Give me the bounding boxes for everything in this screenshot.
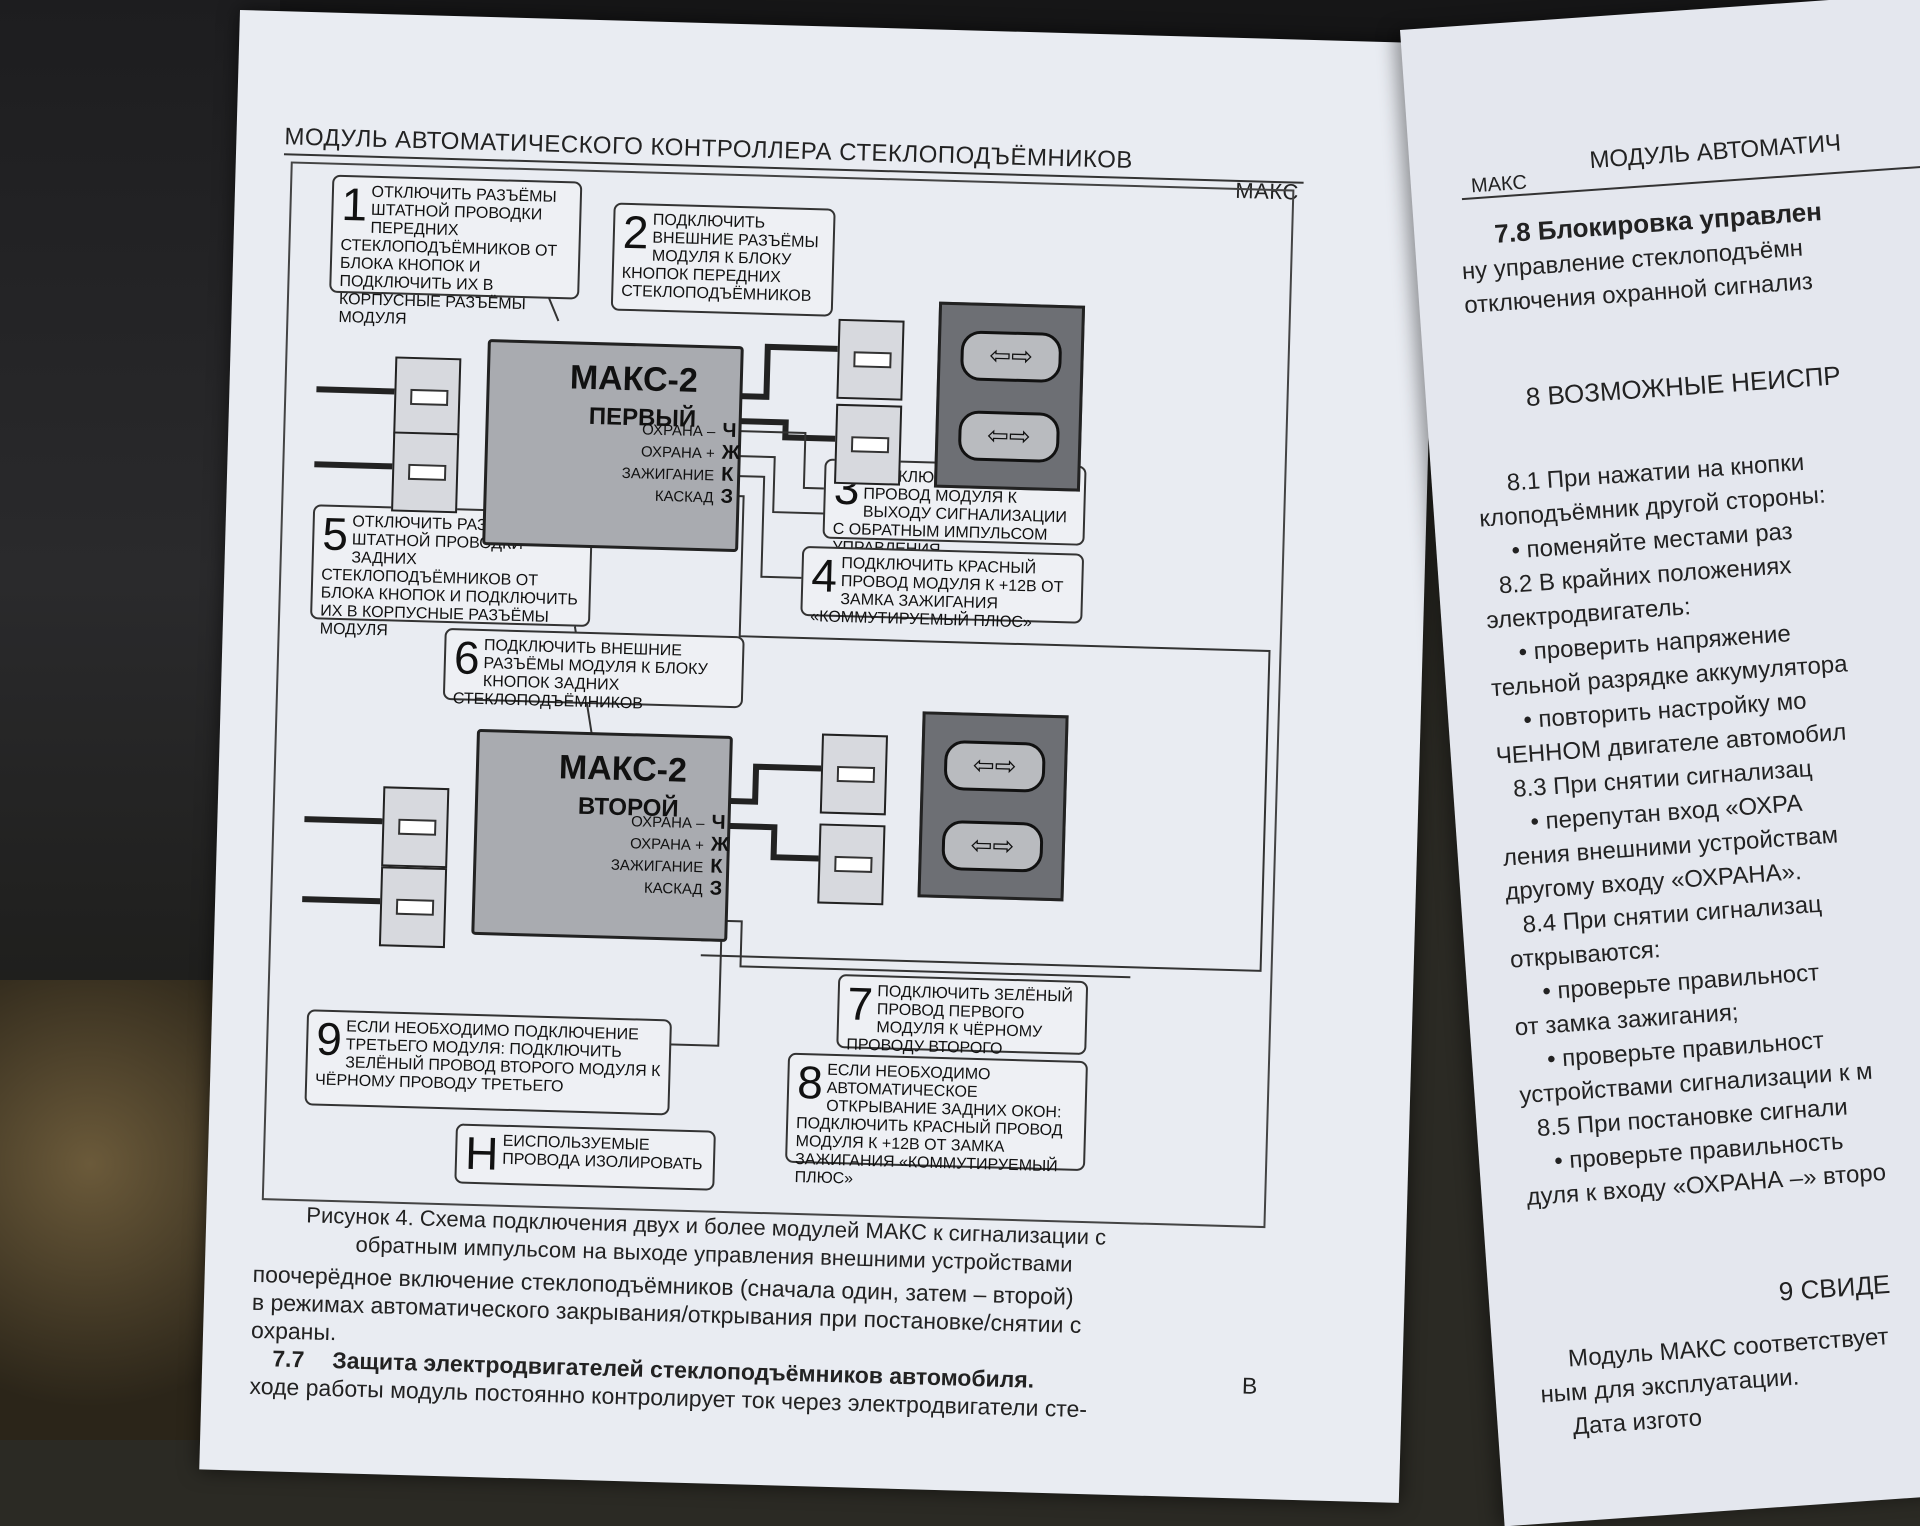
pin-letter: Ж (721, 441, 741, 465)
pin-letter: Ж (710, 833, 730, 856)
note-number: 5 (321, 507, 349, 561)
pin-letter: К (720, 463, 734, 486)
connector (378, 866, 448, 949)
section-heading: 9 СВИДЕ (1777, 1268, 1892, 1307)
text-line: Дата изгото (1571, 1404, 1703, 1441)
pin-letter: З (720, 485, 734, 508)
pin-label: КАСКАД (654, 487, 714, 507)
module-name: МАКС-2 (558, 748, 688, 790)
section-7-7-number: 7.7 (271, 1345, 305, 1373)
pin-letter: Ч (722, 419, 737, 443)
connector (834, 403, 903, 486)
pin-label: ЗАЖИГАНИЕ (621, 464, 715, 485)
rear-window-buttons-panel: ⇦⇨ ⇦⇨ (917, 711, 1069, 902)
body-line: охраны. (250, 1316, 337, 1346)
pin-label: ОХРАНА – (641, 421, 716, 441)
pin-label: ОХРАНА + (629, 835, 705, 855)
note-number: 7 (846, 977, 874, 1031)
note-text: ЕИСПОЛЬЗУЕМЫЕ ПРОВОДА ИЗОЛИРОВАТЬ (502, 1132, 703, 1174)
window-button: ⇦⇨ (957, 410, 1061, 464)
window-button: ⇦⇨ (941, 819, 1044, 873)
note-number: 9 (315, 1012, 343, 1066)
front-window-buttons-panel: ⇦⇨ ⇦⇨ (933, 301, 1086, 492)
text-line: Модуль МАКС соответствует (1567, 1323, 1890, 1373)
pin-label: ОХРАНА + (640, 443, 716, 463)
pin-letter: З (709, 877, 723, 900)
window-button: ⇦⇨ (943, 739, 1046, 793)
text-line: открываются: (1509, 936, 1662, 974)
note-number: 1 (340, 177, 368, 231)
section-7-7-tail: В (1241, 1372, 1258, 1399)
wires-svg (302, 275, 1271, 1047)
connector (393, 356, 462, 439)
note-number: Н (464, 1126, 500, 1180)
note-text: ЕСЛИ НЕОБХОДИМО ПОДКЛЮЧЕНИЕ ТРЕТЬЕГО МОД… (314, 1018, 661, 1096)
pin-label: ОХРАНА – (630, 813, 705, 833)
note-text: ПОДКЛЮЧИТЬ КРАСНЫЙ ПРОВОД МОДУЛЯ К +12В … (810, 555, 1064, 632)
note-number: 6 (453, 631, 481, 684)
connector (391, 431, 460, 514)
note-text: ПОДКЛЮЧИТЬ ВНЕШНИЕ РАЗЪЁМЫ МОДУЛЯ К БЛОК… (621, 211, 819, 306)
pin-letter: Ч (711, 811, 726, 834)
pin-letter: К (709, 855, 723, 878)
connector (817, 823, 886, 906)
right-page: МАКС МОДУЛЬ АВТОМАТИЧ 7.8 Блокировка упр… (1400, 0, 1920, 1526)
pin-label: КАСКАД (643, 879, 703, 899)
note-text: ПОДКЛЮЧИТЬ ВНЕШНИЕ РАЗЪЁМЫ МОДУЛЯ К БЛОК… (452, 637, 709, 713)
note-text: ОТКЛЮЧИТЬ РАЗЪЁМЫ ШТАТНОЙ ПРОВОДКИ ПЕРЕД… (338, 183, 558, 328)
connector (819, 733, 888, 816)
note-text: ЕСЛИ НЕОБХОДИМО АВТОМАТИЧЕСКОЕ ОТКРЫВАНИ… (794, 1061, 1063, 1188)
window-button: ⇦⇨ (959, 330, 1063, 384)
connector (836, 318, 905, 401)
connector (381, 786, 450, 869)
left-page: МОДУЛЬ АВТОМАТИЧЕСКОГО КОНТРОЛЛЕРА СТЕКЛ… (199, 10, 1440, 1503)
module-name: МАКС-2 (569, 358, 699, 400)
note-number: 4 (810, 549, 838, 602)
right-header: МОДУЛЬ АВТОМАТИЧ (1588, 129, 1842, 175)
note-number: 8 (796, 1055, 824, 1109)
note-text: ПОДКЛЮЧИТЬ ЗЕЛЁНЫЙ ПРОВОД ПЕРВОГО МОДУЛЯ… (846, 983, 1074, 1058)
note-number: 2 (622, 205, 650, 259)
section-heading: 8 ВОЗМОЖНЫЕ НЕИСПР (1524, 360, 1842, 413)
pin-label: ЗАЖИГАНИЕ (610, 856, 704, 877)
